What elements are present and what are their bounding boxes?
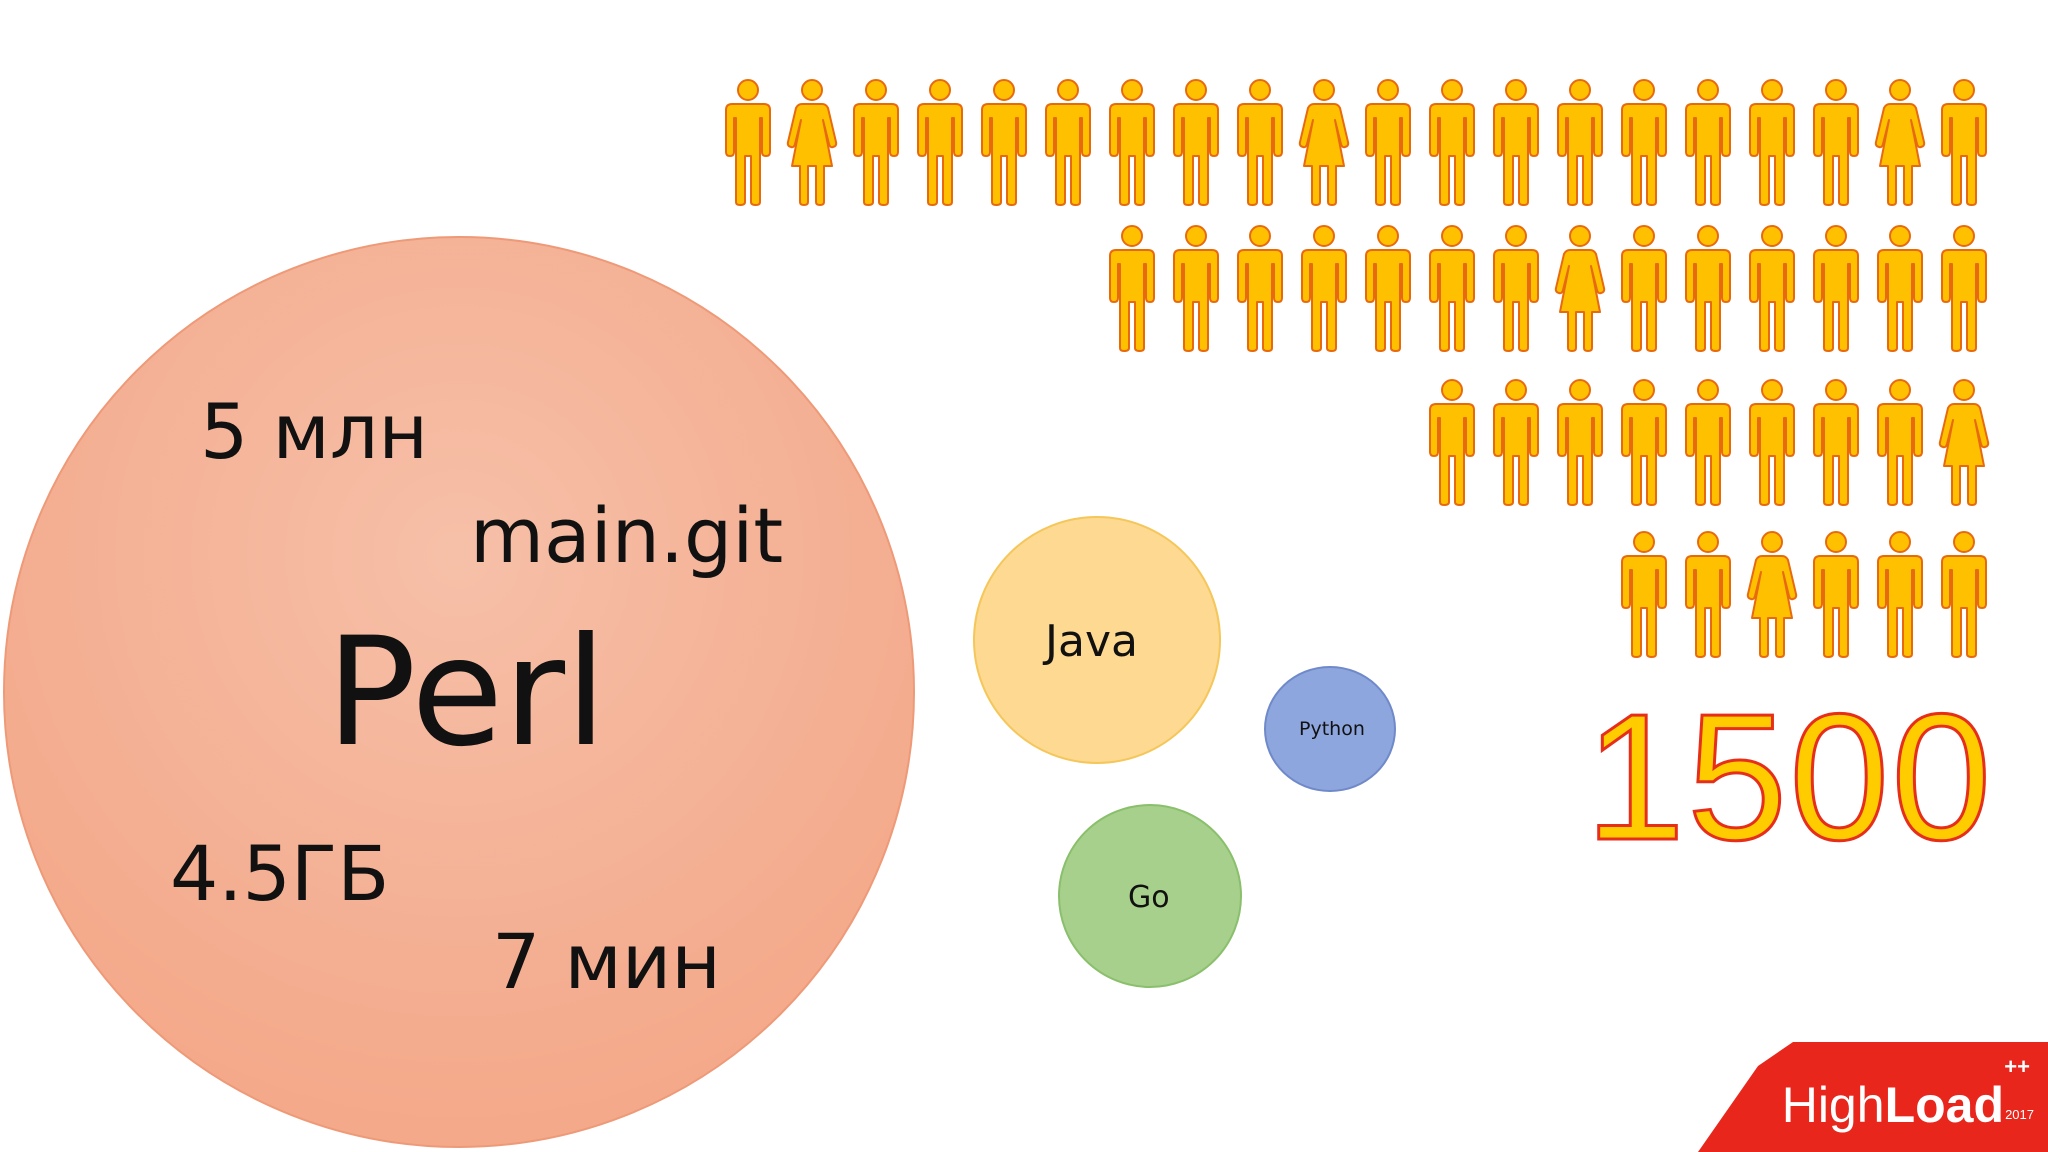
person-male-icon <box>1106 224 1158 352</box>
person-male-icon <box>1554 378 1606 506</box>
person-male-icon <box>1490 378 1542 506</box>
java-bubble <box>973 516 1221 764</box>
developer-count: 1500 <box>1583 677 1994 878</box>
person-male-icon <box>1810 378 1862 506</box>
stat-repo: main.git <box>470 491 784 580</box>
person-male-icon <box>1234 78 1286 206</box>
person-male-icon <box>1874 530 1926 658</box>
person-female-icon <box>1554 224 1606 352</box>
person-male-icon <box>1618 530 1670 658</box>
perl-bubble <box>3 236 915 1148</box>
person-male-icon <box>1362 224 1414 352</box>
person-female-icon <box>786 78 838 206</box>
python-bubble <box>1264 666 1396 792</box>
go-bubble <box>1058 804 1242 988</box>
person-male-icon <box>978 78 1030 206</box>
person-male-icon <box>1554 78 1606 206</box>
highload-logo <box>1698 1042 2048 1152</box>
logo-word-load: Load <box>1884 1077 2004 1133</box>
person-male-icon <box>1362 78 1414 206</box>
person-male-icon <box>1746 78 1798 206</box>
person-male-icon <box>1682 530 1734 658</box>
person-male-icon <box>914 78 966 206</box>
person-male-icon <box>1938 224 1990 352</box>
stat-files: 5 млн <box>200 387 429 476</box>
person-male-icon <box>1106 78 1158 206</box>
person-male-icon <box>1170 224 1222 352</box>
person-female-icon <box>1746 530 1798 658</box>
person-male-icon <box>1426 224 1478 352</box>
person-male-icon <box>1234 224 1286 352</box>
person-male-icon <box>1938 78 1990 206</box>
logo-superscript: ++ <box>2004 1054 2030 1079</box>
person-male-icon <box>1618 78 1670 206</box>
person-female-icon <box>1938 378 1990 506</box>
person-male-icon <box>1682 78 1734 206</box>
person-male-icon <box>1682 378 1734 506</box>
person-male-icon <box>1490 78 1542 206</box>
person-male-icon <box>1874 224 1926 352</box>
python-label: Python <box>1299 718 1365 740</box>
person-male-icon <box>1938 530 1990 658</box>
person-male-icon <box>1810 78 1862 206</box>
person-male-icon <box>1810 224 1862 352</box>
person-male-icon <box>1874 378 1926 506</box>
person-male-icon <box>1746 378 1798 506</box>
stat-time: 7 мин <box>492 917 721 1006</box>
person-male-icon <box>1746 224 1798 352</box>
person-male-icon <box>1042 78 1094 206</box>
perl-label: Perl <box>326 606 607 780</box>
go-label: Go <box>1128 880 1170 915</box>
person-male-icon <box>1490 224 1542 352</box>
stat-size: 4.5ГБ <box>170 829 390 918</box>
logo-wordmark: HighLoad <box>1782 1080 2004 1130</box>
person-male-icon <box>1682 224 1734 352</box>
person-male-icon <box>850 78 902 206</box>
person-male-icon <box>1618 378 1670 506</box>
person-male-icon <box>1426 378 1478 506</box>
person-male-icon <box>722 78 774 206</box>
person-female-icon <box>1298 78 1350 206</box>
logo-banner-shape <box>1698 1042 2048 1152</box>
person-male-icon <box>1298 224 1350 352</box>
logo-year: 2017 <box>2005 1107 2034 1122</box>
person-male-icon <box>1810 530 1862 658</box>
logo-word-high: High <box>1781 1077 1885 1133</box>
person-male-icon <box>1618 224 1670 352</box>
person-male-icon <box>1170 78 1222 206</box>
people-grid <box>722 78 1990 658</box>
person-female-icon <box>1874 78 1926 206</box>
person-male-icon <box>1426 78 1478 206</box>
java-label: Java <box>1045 616 1138 667</box>
